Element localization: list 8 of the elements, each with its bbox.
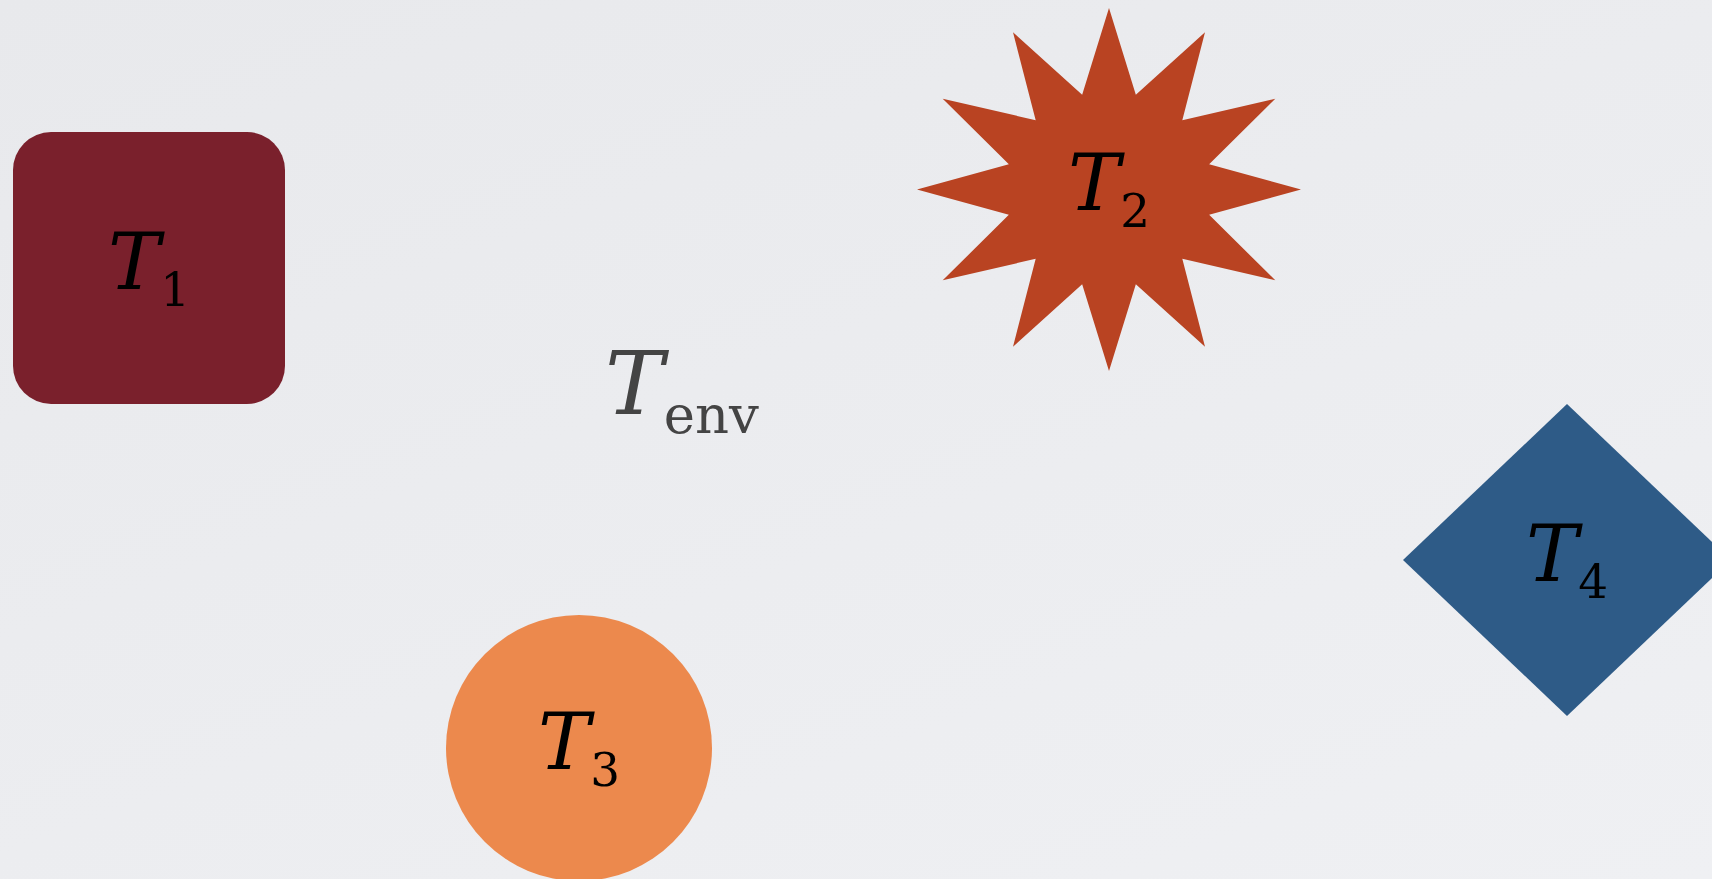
math-label: T$_{2}$ xyxy=(1068,144,1150,235)
math-label: T$_{1}$ xyxy=(108,222,190,314)
rounded-square xyxy=(13,132,285,404)
star-burst xyxy=(917,8,1301,371)
math-label: T$_{env}$ xyxy=(605,340,759,442)
diamond-shape xyxy=(1403,404,1712,716)
math-label: T$_{3}$ xyxy=(538,702,620,794)
math-label: T$_{4}$ xyxy=(1526,514,1608,606)
